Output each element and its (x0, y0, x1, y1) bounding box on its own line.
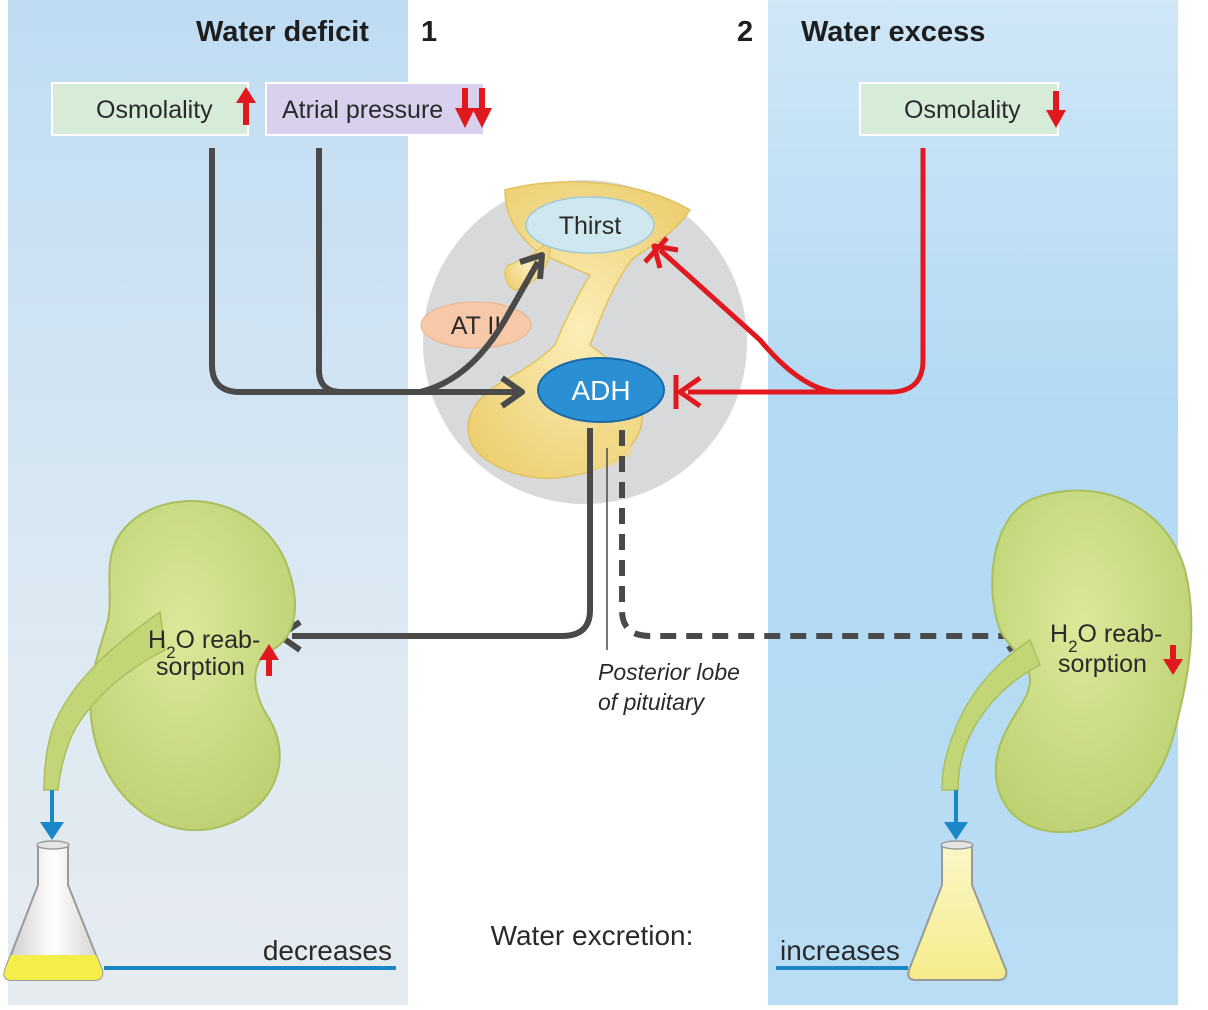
left-reabsorption-line2: sorption (156, 653, 245, 681)
right-osmolality-label: Osmolality (904, 96, 1021, 124)
excess-osmolality-line (688, 148, 926, 395)
posterior-lobe-label-line1: Posterior lobe (598, 659, 740, 685)
atrial-pressure-box (265, 82, 485, 136)
panel-number-1: 1 (421, 16, 437, 48)
left-urine-flow-arrowhead (40, 822, 64, 840)
red-inhibit-thirst-line (658, 248, 836, 395)
atrial-to-adh-line (316, 148, 343, 395)
reabsorption-up-arrow-icon (259, 644, 279, 676)
panel-number-2: 2 (737, 16, 753, 48)
adh-label: ADH (571, 375, 630, 406)
red-inhibit-thirst-bar (643, 236, 669, 264)
right-urine-flow-arrowhead (944, 822, 968, 840)
atrial-double-down-arrow-icon (455, 88, 492, 128)
adh-to-right-kidney-dashed-arrow (619, 430, 1018, 639)
left-reabsorption-line1: H2O reab- (148, 626, 260, 662)
thirst-label: Thirst (559, 212, 622, 240)
path-to-thirst-arrow (419, 260, 541, 395)
water-excretion-label: Water excretion: (491, 920, 694, 951)
left-kidney-illustration (43, 500, 296, 832)
arrowhead-thirst (519, 252, 545, 280)
red-inhibit-adh-arrow (677, 375, 702, 409)
right-reabsorption-line2: sorption (1058, 650, 1147, 678)
at2-oval (420, 301, 532, 349)
water-excess-title: Water excess (801, 16, 985, 48)
decreases-label: decreases (263, 935, 392, 966)
red-inhibit-thirst-arrow (651, 243, 679, 269)
atrial-pressure-label: Atrial pressure (282, 96, 443, 124)
thirst-oval (525, 196, 655, 254)
increases-label: increases (780, 935, 900, 966)
right-kidney-illustration (941, 489, 1193, 834)
left-osmolality-label: Osmolality (96, 96, 213, 124)
left-flask-icon (3, 840, 104, 981)
adh-oval (537, 357, 665, 423)
adh-to-left-kidney-arrow (292, 428, 593, 639)
right-reabsorption-line1: H2O reab- (1050, 620, 1162, 656)
water-deficit-title: Water deficit (196, 16, 369, 48)
osmolality-down-arrow-icon (1046, 91, 1066, 128)
reabsorption-down-arrow-icon (1163, 645, 1183, 675)
arrowhead-adh-left (500, 375, 525, 409)
right-flask-icon (907, 840, 1008, 981)
osmolality-to-adh-arrow (209, 148, 520, 395)
posterior-lobe-label-line2: of pituitary (598, 689, 706, 715)
osmolality-up-arrow-icon (236, 87, 256, 125)
